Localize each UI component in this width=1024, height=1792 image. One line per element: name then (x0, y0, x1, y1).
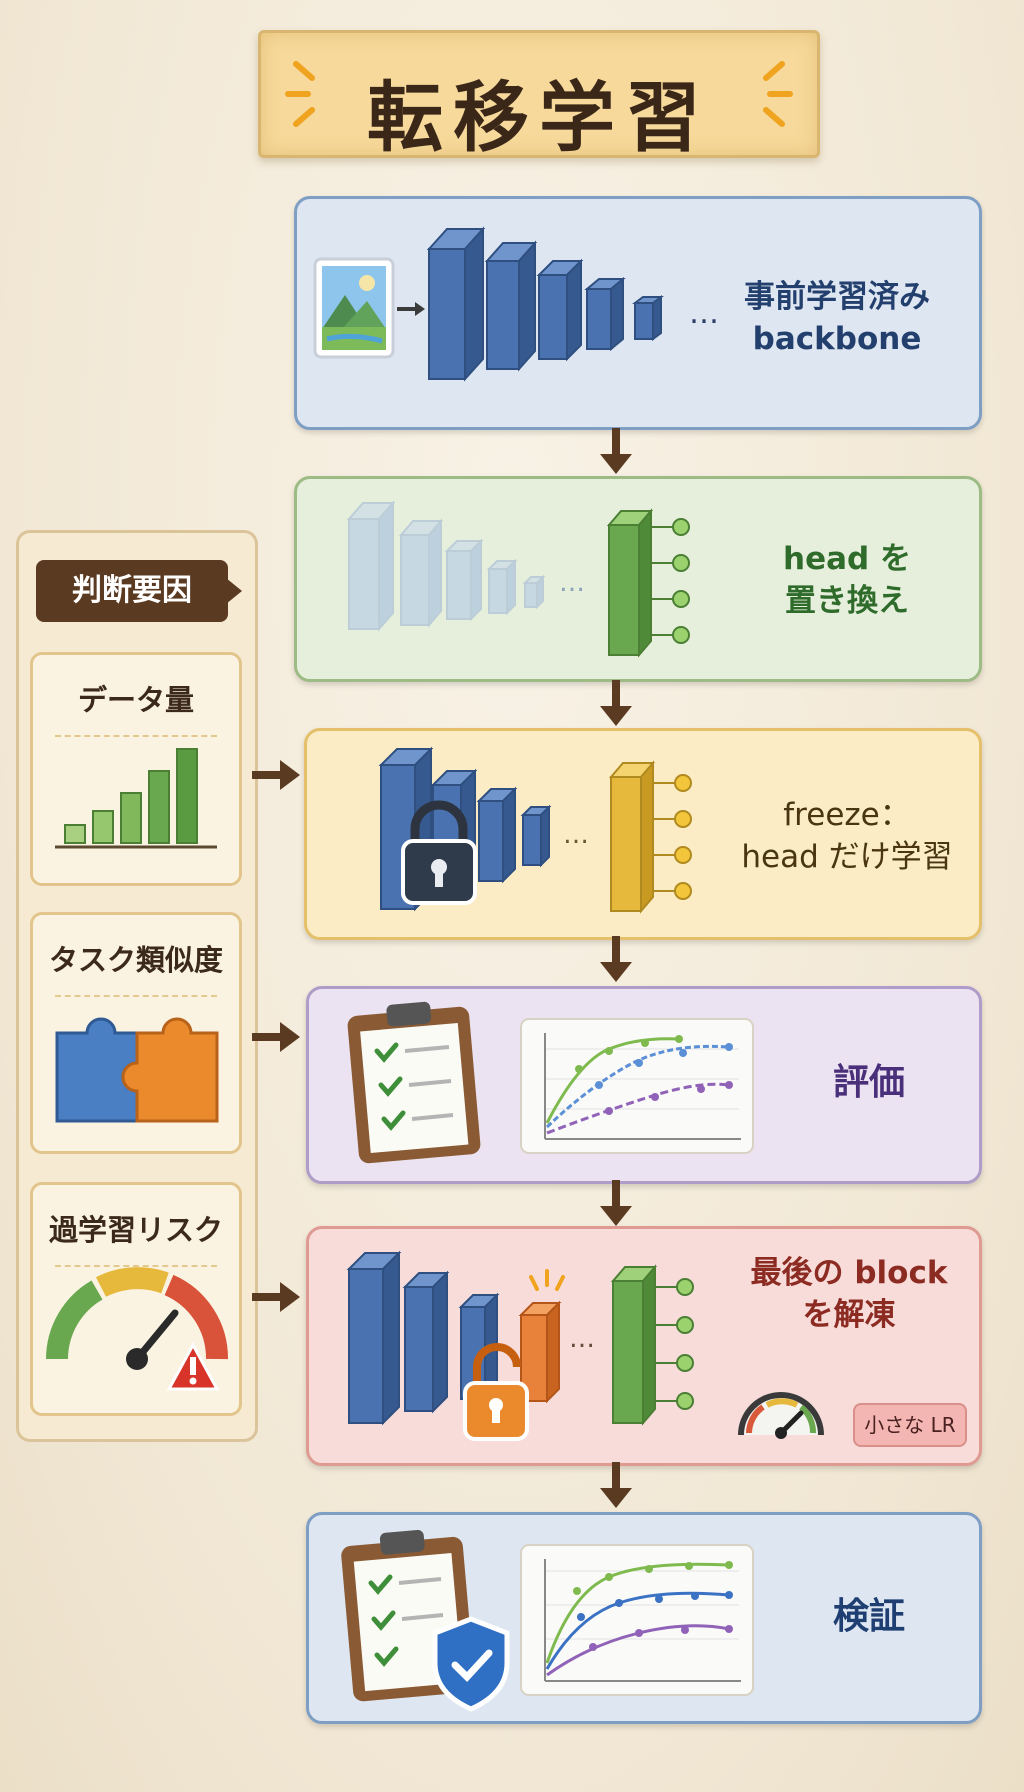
step-label-replace-head: head を 置き換え (783, 541, 911, 619)
factor-label: 過学習リスク (48, 1213, 223, 1247)
arrow-right-icon (252, 1022, 300, 1052)
shield-check-icon (432, 1616, 510, 1712)
learning-curve-chart (520, 1018, 754, 1154)
factor-card-data-volume: データ量 (30, 652, 242, 886)
factor-card-task-similarity: タスク類似度 (30, 912, 242, 1154)
arrow-down-icon (600, 428, 632, 474)
freeze-diagram: … (378, 746, 692, 914)
small-lr-badge: 小さな LR (853, 1403, 967, 1447)
replace-head-diagram: … (346, 500, 690, 658)
step-verify: 検証 (306, 1512, 982, 1724)
puzzle-icon (55, 1017, 219, 1123)
bar-chart-icon (55, 748, 217, 849)
page-title: 転移学習 (367, 73, 711, 162)
svg-text:…: … (569, 1324, 595, 1354)
gauge-warning-icon (46, 1267, 229, 1391)
step-label-verify: 検証 (832, 1596, 905, 1637)
factor-header: 判断要因 (36, 560, 228, 622)
step-freeze: … freeze： head だけ学習 (304, 728, 982, 940)
verify-diagram (341, 1529, 754, 1712)
arrow-down-icon (600, 680, 632, 726)
step-unfreeze-last-block: … 最後の block を解凍 小さな LR (306, 1226, 982, 1466)
speedometer-icon (738, 1392, 824, 1439)
step-label-freeze: freeze： head だけ学習 (741, 797, 953, 875)
sparkle-icon (285, 61, 793, 127)
step-label-pretrained: 事前学習済み backbone (744, 279, 930, 357)
step-evaluate: 評価 (306, 986, 982, 1184)
title-banner: 転移学習 (258, 30, 820, 162)
unfreeze-diagram: … (346, 1250, 824, 1441)
pointer-triangle-icon (226, 578, 242, 604)
learning-curve-chart (520, 1544, 754, 1696)
arrow-right-icon (252, 1282, 300, 1312)
svg-text:…: … (563, 820, 589, 850)
factor-label: データ量 (77, 683, 194, 717)
arrow-down-icon (600, 1180, 632, 1226)
ellipsis-text: … (689, 296, 719, 331)
arrow-down-icon (600, 1462, 632, 1508)
clipboard-checklist-icon (347, 1001, 481, 1164)
step-replace-head: … head を 置き換え (294, 476, 982, 682)
svg-text:…: … (559, 568, 585, 598)
lock-icon (401, 800, 477, 905)
step-pretrained-backbone: … 事前学習済み backbone (294, 196, 982, 430)
landscape-image-icon (313, 257, 395, 359)
arrow-right-icon (252, 760, 300, 790)
step-label-unfreeze: 最後の block を解凍 (750, 1255, 948, 1333)
evaluate-diagram (347, 1001, 754, 1164)
unlock-icon (463, 1343, 529, 1441)
step-label-evaluate: 評価 (832, 1062, 905, 1103)
factor-card-overfitting-risk: 過学習リスク (30, 1182, 242, 1416)
arrow-down-icon (600, 936, 632, 982)
factor-label: タスク類似度 (48, 943, 223, 977)
sparkle-icon (529, 1269, 565, 1291)
backbone-diagram: … (313, 226, 719, 382)
